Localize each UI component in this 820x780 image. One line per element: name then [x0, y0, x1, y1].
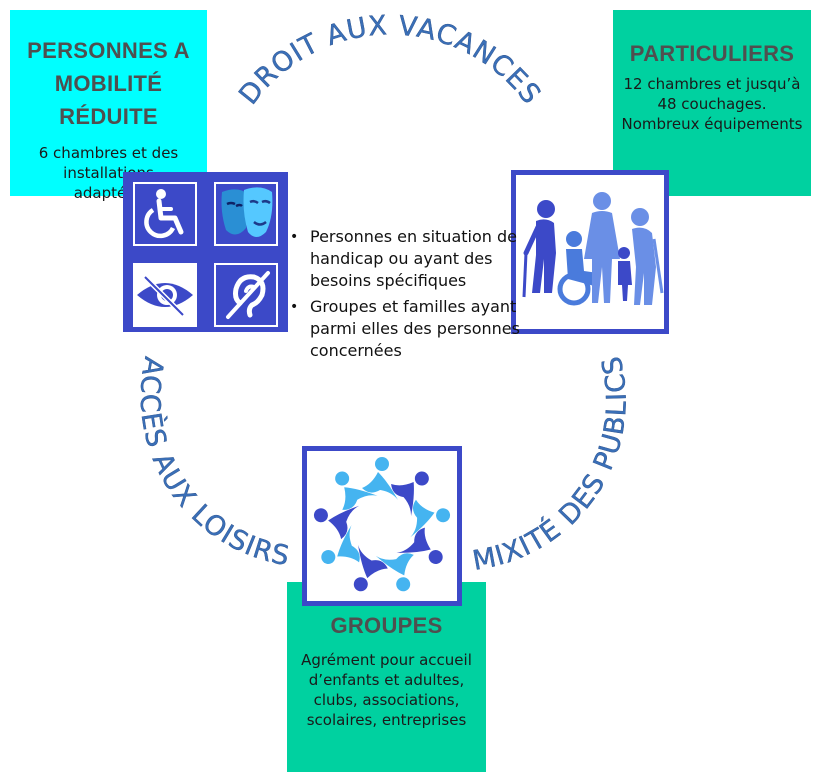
groupes-box: GROUPES Agrément pour accueil d’enfants … [287, 582, 486, 772]
particuliers-description: 12 chambres et jusqu’à 48 couchages. Nom… [621, 75, 803, 133]
list-item: • Groupes et familles ayant parmi elles d… [290, 296, 520, 362]
pmr-title-line1: PERSONNES A [27, 38, 190, 63]
pmr-box: PERSONNES A MOBILITÉ RÉDUITE 6 chambres … [10, 10, 207, 202]
bullet-dot-icon: • [290, 299, 299, 315]
groupes-description: Agrément pour accueil d’enfants et adult… [301, 651, 472, 729]
list-item-text: Personnes en situation de handicap ou ay… [310, 227, 517, 290]
wheelchair-icon [133, 182, 197, 246]
target-audience-list: • Personnes en situation de handicap ou a… [290, 226, 520, 366]
arc-label-right: MIXITÉ DES PUBLICS [470, 353, 633, 577]
group-circle-icon [302, 446, 462, 606]
mask-icon [214, 182, 278, 246]
visual-impairment-icon [133, 263, 197, 327]
arc-label-top: DROIT AUX VACANCES [233, 10, 547, 110]
particuliers-box: PARTICULIERS 12 chambres et jusqu’à 48 c… [613, 10, 811, 196]
list-item: • Personnes en situation de handicap ou a… [290, 226, 520, 292]
hearing-impairment-icon [214, 263, 278, 327]
pmr-title: PERSONNES A MOBILITÉ RÉDUITE [10, 34, 207, 133]
accessibility-icons-frame [123, 172, 288, 332]
list-item-text: Groupes et familles ayant parmi elles de… [310, 297, 520, 360]
pmr-title-line2: MOBILITÉ RÉDUITE [54, 71, 163, 129]
arc-label-left: ACCÈS AUX LOISIRS [134, 354, 293, 572]
particuliers-title: PARTICULIERS [629, 41, 795, 66]
family-icon [511, 170, 669, 334]
groupes-title: GROUPES [330, 613, 443, 638]
bullet-dot-icon: • [290, 229, 299, 245]
